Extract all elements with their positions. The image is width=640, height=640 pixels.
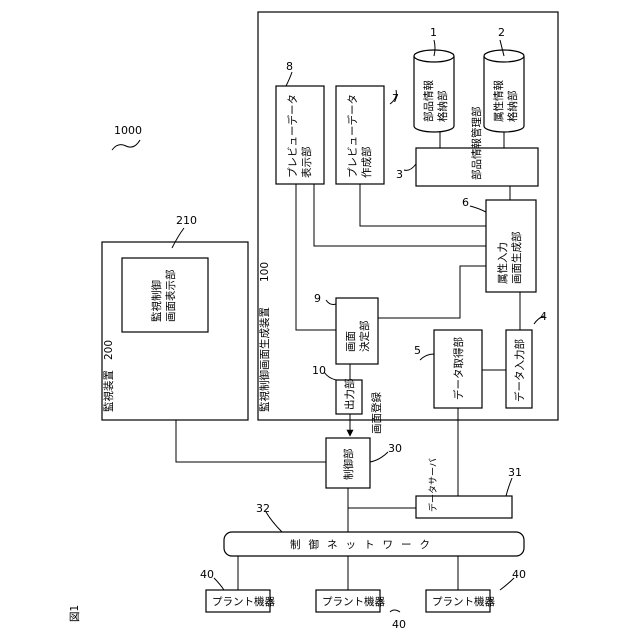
part-info-storage-label-2: 格納部 <box>436 91 449 123</box>
monitor-device-label: 監視装置 <box>102 370 115 412</box>
preview-creator-box <box>336 86 384 184</box>
plant-device-ref: 40 <box>200 568 214 581</box>
part-info-manager-label: 部品情報管理部 <box>470 107 483 181</box>
data-server-label: データサーバ <box>427 458 439 512</box>
monitor-display-label-2: 画面表示部 <box>164 270 177 323</box>
generator-device-ref: 100 <box>259 262 271 282</box>
plant-device-ref: 40 <box>512 568 526 581</box>
plant-device-label: プラント機器 <box>212 595 275 608</box>
preview-display-label-1: プレビューデータ <box>286 94 299 178</box>
attr-input-gen-ref: 6 <box>462 196 469 209</box>
part-info-manager-ref: 3 <box>396 168 403 181</box>
screen-decision-ref: 9 <box>314 292 321 305</box>
screen-decision-label-1: 画面 <box>345 331 357 352</box>
data-input-ref: 4 <box>540 310 547 323</box>
attr-info-storage-label-1: 属性情報 <box>492 80 505 122</box>
monitor-display-ref: 210 <box>176 214 197 227</box>
preview-display-label-2: 表示部 <box>300 147 313 179</box>
data-server-ref: 31 <box>508 466 522 479</box>
preview-display-box <box>276 86 324 184</box>
control-network-ref: 32 <box>256 502 270 515</box>
control-unit-label: 制御部 <box>342 449 355 481</box>
data-acquisition-label: データ取得部 <box>452 337 465 400</box>
part-info-storage-label-1: 部品情報 <box>422 80 435 122</box>
figure-label: 図1 <box>69 605 81 622</box>
control-unit-ref: 30 <box>388 442 402 455</box>
attr-input-gen-label-1: 属性入力 <box>496 242 509 284</box>
plant-device-label: プラント機器 <box>322 595 385 608</box>
attr-info-storage-ref: 2 <box>498 26 505 39</box>
screen-registration-label: 画面登録 <box>370 392 383 434</box>
attr-input-gen-label-2: 画面生成部 <box>510 232 523 285</box>
data-acquisition-ref: 5 <box>414 344 421 357</box>
monitor-device-ref: 200 <box>103 340 115 360</box>
screen-decision-label-2: 決定部 <box>358 321 371 353</box>
part-info-storage-ref: 1 <box>430 26 437 39</box>
data-input-label: データ入力部 <box>513 339 526 402</box>
preview-creator-label-2: 作成部 <box>360 147 373 179</box>
plant-device-label: プラント機器 <box>432 595 495 608</box>
output-label: 出力部 <box>343 379 356 411</box>
generator-device-label: 監視制御画面生成装置 <box>258 307 271 412</box>
preview-creator-label-1: プレビューデータ <box>346 94 359 178</box>
attr-info-storage-label-2: 格納部 <box>506 91 519 123</box>
control-network-label: 制御ネットワーク <box>290 538 438 551</box>
screen-decision-box <box>336 298 378 364</box>
monitor-display-label-1: 監視制御 <box>150 280 163 322</box>
output-ref: 10 <box>312 364 326 377</box>
system-ref-number: 1000 <box>114 124 142 137</box>
preview-creator-ref: 7 <box>392 92 399 105</box>
plant-device-ref: 40 <box>392 618 406 631</box>
preview-display-ref: 8 <box>286 60 293 73</box>
